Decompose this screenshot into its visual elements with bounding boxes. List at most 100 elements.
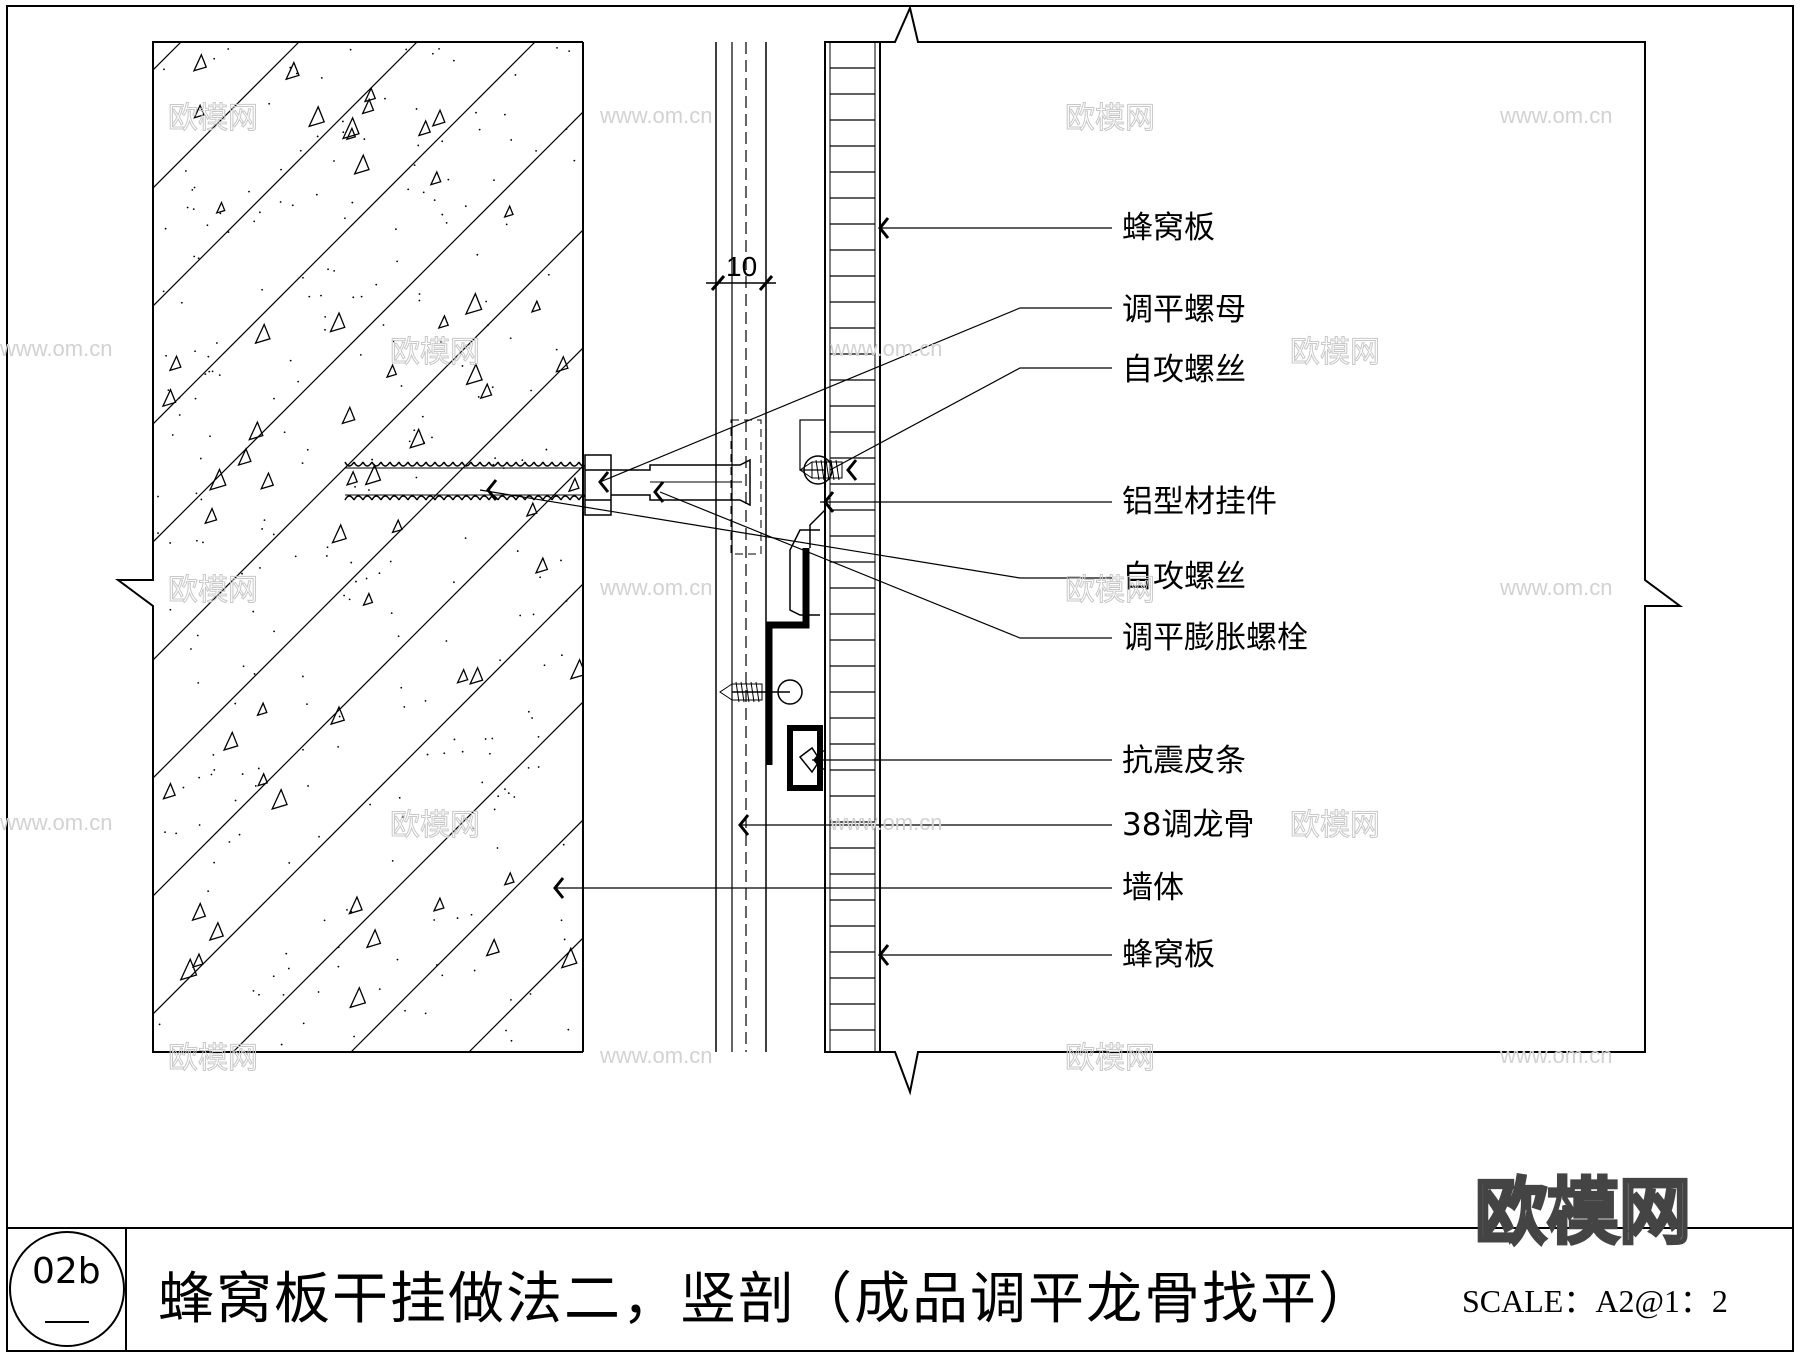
thread-mark — [380, 461, 391, 467]
aggregate-dot — [510, 998, 512, 1001]
aggregate-dot — [297, 380, 300, 383]
thread-mark — [398, 461, 409, 467]
aggregate-dot — [445, 221, 448, 224]
aggregate-dot — [258, 993, 260, 996]
aggregate-dot — [287, 967, 290, 970]
aggregate-mark — [215, 200, 226, 214]
aggregate-dot — [196, 634, 199, 637]
aggregate-dot — [333, 269, 336, 272]
aggregate-mark — [257, 772, 269, 787]
aggregate-dot — [263, 519, 266, 522]
leader-arrow — [823, 491, 835, 513]
aggregate-dot — [200, 498, 203, 501]
aggregate-dot — [423, 441, 426, 444]
aggregate-mark — [345, 126, 357, 141]
aggregate-dot — [560, 559, 562, 562]
thread-mark — [551, 495, 562, 501]
watermark-brand: 欧模网 — [168, 101, 258, 136]
aggregate-dot — [573, 159, 576, 162]
aggregate-dot — [408, 440, 411, 443]
aggregate-mark — [456, 667, 469, 684]
aggregate-dot — [323, 919, 326, 922]
aggregate-dot — [165, 354, 167, 357]
aggregate-mark — [208, 921, 225, 942]
aggregate-dot — [359, 353, 362, 356]
aggregate-dot — [496, 847, 499, 849]
aggregate-dot — [509, 337, 512, 340]
aggregate-dot — [338, 715, 341, 718]
leader-lines — [479, 217, 1112, 966]
thread-mark — [497, 461, 508, 467]
brand-logo: 欧模网 — [1475, 1170, 1691, 1254]
hatch-line — [153, 42, 536, 425]
leader-arrow — [878, 944, 890, 966]
aggregate-dot — [562, 843, 565, 846]
aggregate-dot — [396, 260, 399, 263]
callout-keel-38: 38调龙骨 — [1122, 807, 1254, 843]
aggregate-dot — [400, 686, 403, 689]
aggregate-dot — [440, 340, 442, 343]
thread-mark — [506, 461, 517, 467]
aggregate-dot — [492, 463, 495, 466]
aggregate-dot — [560, 919, 563, 922]
aggregate-mark — [161, 388, 177, 408]
aggregate-dot — [158, 1023, 161, 1026]
leader-arrow — [486, 479, 498, 501]
aggregate-mark — [530, 299, 542, 313]
thread-mark — [497, 495, 508, 501]
thread-mark — [344, 495, 355, 501]
aggregate-dot — [476, 253, 479, 256]
thread-mark — [542, 461, 553, 467]
aggregate-dot — [514, 74, 517, 76]
aggregate-dot — [453, 59, 455, 62]
aggregate-dot — [215, 342, 218, 344]
aggregate-dot — [421, 415, 424, 418]
aggregate-mark — [222, 730, 239, 752]
aggregate-dot — [384, 97, 386, 100]
aggregate-dot — [283, 431, 286, 434]
aggregate-dot — [475, 111, 477, 114]
thread-mark — [542, 495, 553, 501]
aggregate-mark — [468, 666, 484, 685]
dimension-10 — [706, 275, 776, 291]
aggregate-dot — [169, 608, 172, 611]
aggregate-dot — [493, 179, 495, 182]
aggregate-dot — [302, 276, 304, 279]
drawing-title: 蜂窝板干挂做法二，竖剖（成品调平龙骨找平） — [158, 1267, 1376, 1332]
aggregate-dot — [349, 48, 352, 51]
aggregate-dot — [273, 397, 275, 400]
aggregate-mark — [364, 463, 382, 486]
aggregate-dot — [418, 299, 421, 302]
thread-mark — [434, 495, 445, 501]
aggregate-dot — [369, 803, 372, 806]
aggregate-dot — [431, 52, 434, 55]
aggregate-dot — [539, 576, 542, 579]
aggregate-mark — [385, 363, 398, 379]
thread-mark — [479, 461, 490, 467]
aggregate-dot — [355, 580, 357, 583]
callout-labels: 蜂窝板 调平螺母 自攻螺丝 铝型材挂件 自攻螺丝 调平膨胀螺栓 抗震皮条 38调… — [1122, 210, 1308, 973]
aggregate-dot — [530, 389, 532, 392]
thread-mark — [569, 495, 580, 501]
aggregate-dot — [371, 458, 374, 461]
aggregate-dot — [477, 396, 480, 398]
aggregate-dot — [193, 255, 196, 258]
aggregate-dot — [324, 315, 327, 318]
aggregate-dot — [307, 785, 309, 787]
thread-mark — [407, 495, 418, 501]
aggregate-dot — [485, 300, 488, 303]
aggregate-dot — [365, 577, 368, 580]
aggregate-dot — [213, 57, 216, 60]
aggregate-dot — [527, 710, 530, 713]
aggregate-dot — [302, 748, 304, 751]
aggregate-dot — [202, 541, 204, 544]
aggregate-mark — [331, 523, 347, 544]
watermark-url: www.om.cn — [0, 810, 112, 835]
aggregate-dot — [535, 149, 537, 152]
title-block: 02b 蜂窝板干挂做法二，竖剖（成品调平龙骨找平） SCALE：A2@1：2 — [9, 1231, 1728, 1347]
thread-mark — [452, 461, 463, 467]
leader-arrow — [553, 877, 565, 899]
aggregate-dot — [395, 228, 397, 231]
thread-mark — [371, 461, 382, 467]
